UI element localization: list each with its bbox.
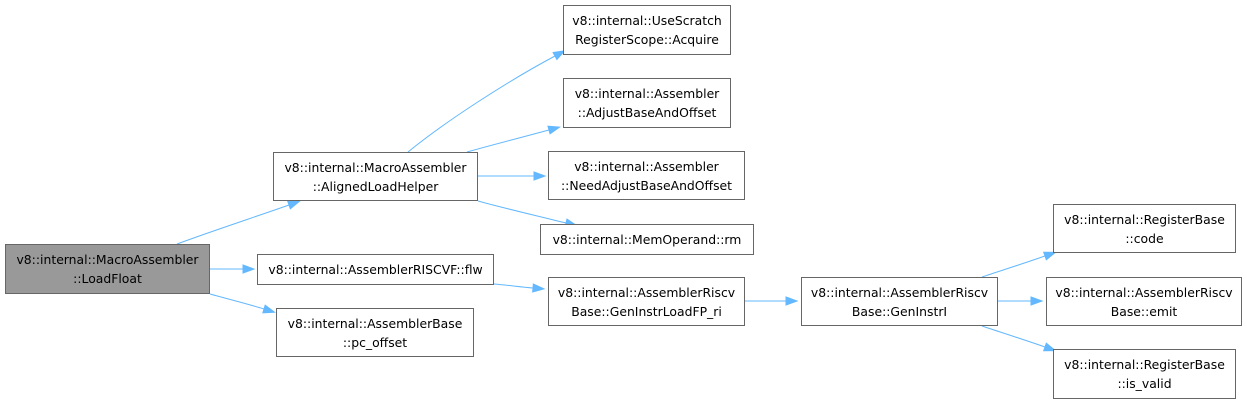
node-label-line1: v8::internal::AssemblerRiscv xyxy=(557,284,736,300)
arrowhead-icon xyxy=(286,200,301,210)
edge-line xyxy=(466,129,550,153)
node-label-line2: ::AdjustBaseAndOffset xyxy=(577,105,717,120)
edge-aligned-load-helper-to-acquire xyxy=(407,50,566,153)
arrowhead-icon xyxy=(1030,296,1044,306)
node-label-line1: v8::internal::MemOperand::rm xyxy=(552,232,742,247)
node-flw[interactable]: v8::internal::AssemblerRISCVF::flw xyxy=(257,254,494,285)
node-gen-instr-load-fp-ri[interactable]: v8::internal::AssemblerRiscv Base::GenIn… xyxy=(548,277,745,326)
edge-line xyxy=(981,325,1046,348)
node-is-valid[interactable]: v8::internal::RegisterBase ::is_valid xyxy=(1053,349,1236,399)
edge-aligned-load-helper-to-adjust-base-and-offset xyxy=(466,125,562,153)
arrowhead-icon xyxy=(242,264,256,274)
edge-load-float-to-flw xyxy=(210,264,256,274)
edge-gen-instr-i-to-is-valid xyxy=(981,325,1057,352)
node-emit[interactable]: v8::internal::AssemblerRiscv Base::emit xyxy=(1046,277,1242,326)
node-label-line2: ::AlignedLoadHelper xyxy=(312,178,439,194)
node-label-line2: ::is_valid xyxy=(1117,376,1172,391)
node-label-line2: Base::GenInstrLoadFP_ri xyxy=(571,303,722,319)
node-label-line1: v8::internal::AssemblerRISCVF::flw xyxy=(268,262,483,277)
arrowhead-icon xyxy=(1042,251,1057,261)
node-label-line1: v8::internal::AssemblerBase xyxy=(287,315,463,331)
edge-load-float-to-aligned-load-helper xyxy=(176,200,301,245)
node-label-line1: v8::internal::AssemblerRiscv xyxy=(1055,284,1233,300)
node-label-line1: v8::internal::RegisterBase xyxy=(1064,357,1225,372)
node-load-float: v8::internal::MacroAssembler ::LoadFloat xyxy=(5,244,210,294)
node-label-line1: v8::internal::MacroAssembler xyxy=(16,252,199,267)
node-label-line2: ::LoadFloat xyxy=(73,271,142,286)
node-label-line2: ::code xyxy=(1125,230,1164,246)
edge-gen-instr-i-to-register-code xyxy=(981,251,1057,278)
node-gen-instr-i[interactable]: v8::internal::AssemblerRiscv Base::GenIn… xyxy=(801,277,998,326)
node-label-line2: ::NeedAdjustBaseAndOffset xyxy=(560,177,733,193)
node-label-line1: v8::internal::UseScratch xyxy=(572,13,722,28)
edge-aligned-load-helper-to-need-adjust-base-and-offset xyxy=(478,171,547,181)
node-acquire[interactable]: v8::internal::UseScratch RegisterScope::… xyxy=(563,5,731,55)
edge-line xyxy=(407,55,556,153)
arrowhead-icon xyxy=(532,283,546,293)
edge-load-float-to-pc-offset xyxy=(209,293,276,314)
arrowhead-icon xyxy=(785,296,799,306)
node-pc-offset[interactable]: v8::internal::AssemblerBase ::pc_offset xyxy=(276,308,474,357)
edge-line xyxy=(209,293,265,310)
edge-line xyxy=(981,255,1046,278)
node-adjust-base-and-offset[interactable]: v8::internal::Assembler ::AdjustBaseAndO… xyxy=(563,78,731,128)
arrowhead-icon xyxy=(1042,342,1057,352)
arrowhead-icon xyxy=(533,171,547,181)
node-mem-operand-rm[interactable]: v8::internal::MemOperand::rm xyxy=(540,224,754,255)
node-register-code[interactable]: v8::internal::RegisterBase ::code xyxy=(1053,204,1236,253)
node-label-line2: ::pc_offset xyxy=(342,334,408,350)
node-label-line1: v8::internal::AssemblerRiscv xyxy=(810,284,989,300)
node-label-line2: Base::GenInstrI xyxy=(851,303,948,319)
edge-line xyxy=(477,200,567,224)
node-label-line1: v8::internal::MacroAssembler xyxy=(284,159,467,175)
node-label-line1: v8::internal::RegisterBase xyxy=(1064,211,1225,227)
arrowhead-icon xyxy=(547,125,562,135)
edge-gen-instr-i-to-emit xyxy=(998,296,1044,306)
node-label-line1: v8::internal::Assembler xyxy=(574,86,720,101)
edge-gen-instr-load-fp-ri-to-gen-instr-i xyxy=(745,296,799,306)
edge-flw-to-gen-instr-load-fp-ri xyxy=(493,283,546,293)
edge-aligned-load-helper-to-mem-operand-rm xyxy=(477,200,579,228)
node-need-adjust-base-and-offset[interactable]: v8::internal::Assembler ::NeedAdjustBase… xyxy=(548,151,745,200)
node-label-line2: Base::emit xyxy=(1110,303,1178,319)
edge-line xyxy=(493,283,534,289)
node-label-line1: v8::internal::Assembler xyxy=(574,158,719,174)
node-label-line2: RegisterScope::Acquire xyxy=(575,32,719,47)
edge-line xyxy=(176,204,290,245)
node-aligned-load-helper[interactable]: v8::internal::MacroAssembler ::AlignedLo… xyxy=(273,152,478,201)
arrowhead-icon xyxy=(552,50,566,61)
arrowhead-icon xyxy=(262,304,276,314)
